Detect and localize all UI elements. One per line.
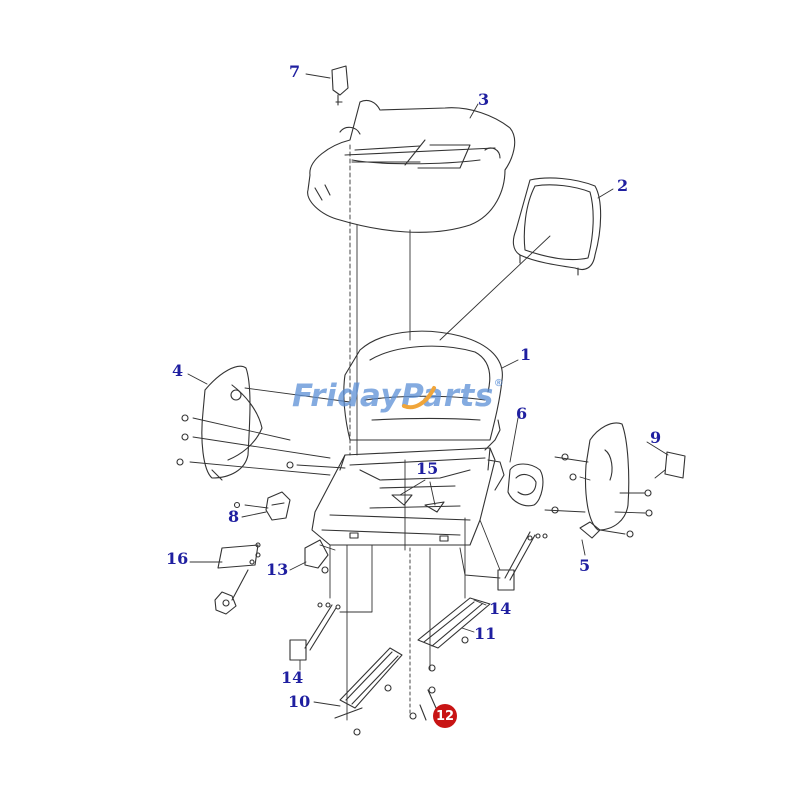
callout-4: 4 <box>172 361 184 380</box>
callout-14-right: 14 <box>489 599 512 618</box>
callout-12: 12 <box>433 704 457 728</box>
part-6-handle <box>508 464 543 506</box>
callout-5: 5 <box>579 556 591 575</box>
callout-leaders <box>188 74 668 706</box>
part-1-seat-back <box>344 331 503 440</box>
part-4-left-side-cover <box>202 366 262 480</box>
callout-16: 16 <box>166 549 189 568</box>
watermark-swoosh <box>400 384 440 414</box>
part-7-latch <box>332 66 348 105</box>
part-8-bracket <box>266 492 290 520</box>
callout-2: 2 <box>617 176 629 195</box>
callout-10: 10 <box>288 692 311 711</box>
assembly-guide-lines <box>190 145 665 720</box>
callout-7: 7 <box>289 62 301 81</box>
watermark: FridayParts® <box>292 378 504 414</box>
part-12-bolt <box>420 687 436 720</box>
part-2-back-cushion <box>513 178 600 275</box>
part-10-left-rail <box>335 648 402 718</box>
callout-9: 9 <box>650 428 662 447</box>
fasteners <box>177 415 652 735</box>
part-14-rod-right <box>498 532 535 590</box>
callout-12-label: 12 <box>435 708 455 724</box>
part-9-block <box>665 452 685 478</box>
watermark-part1: Friday <box>292 378 402 414</box>
callout-13: 13 <box>266 560 289 579</box>
callout-3: 3 <box>478 90 490 109</box>
part-13-plate <box>305 540 328 568</box>
part-16-lever <box>215 545 258 614</box>
seat-base-frame <box>312 420 504 545</box>
callout-6: 6 <box>516 404 528 423</box>
callout-11: 11 <box>474 624 497 643</box>
part-3-seat-cushion <box>308 100 515 232</box>
part-11-right-rail <box>418 598 490 648</box>
part-5-right-side-cover <box>580 423 629 538</box>
callout-15: 15 <box>416 459 439 478</box>
callout-1: 1 <box>520 345 532 364</box>
callout-14-left: 14 <box>281 668 304 687</box>
callout-8: 8 <box>228 507 240 526</box>
part-14-rod-left <box>290 605 336 660</box>
watermark-registered: ® <box>493 378 505 389</box>
